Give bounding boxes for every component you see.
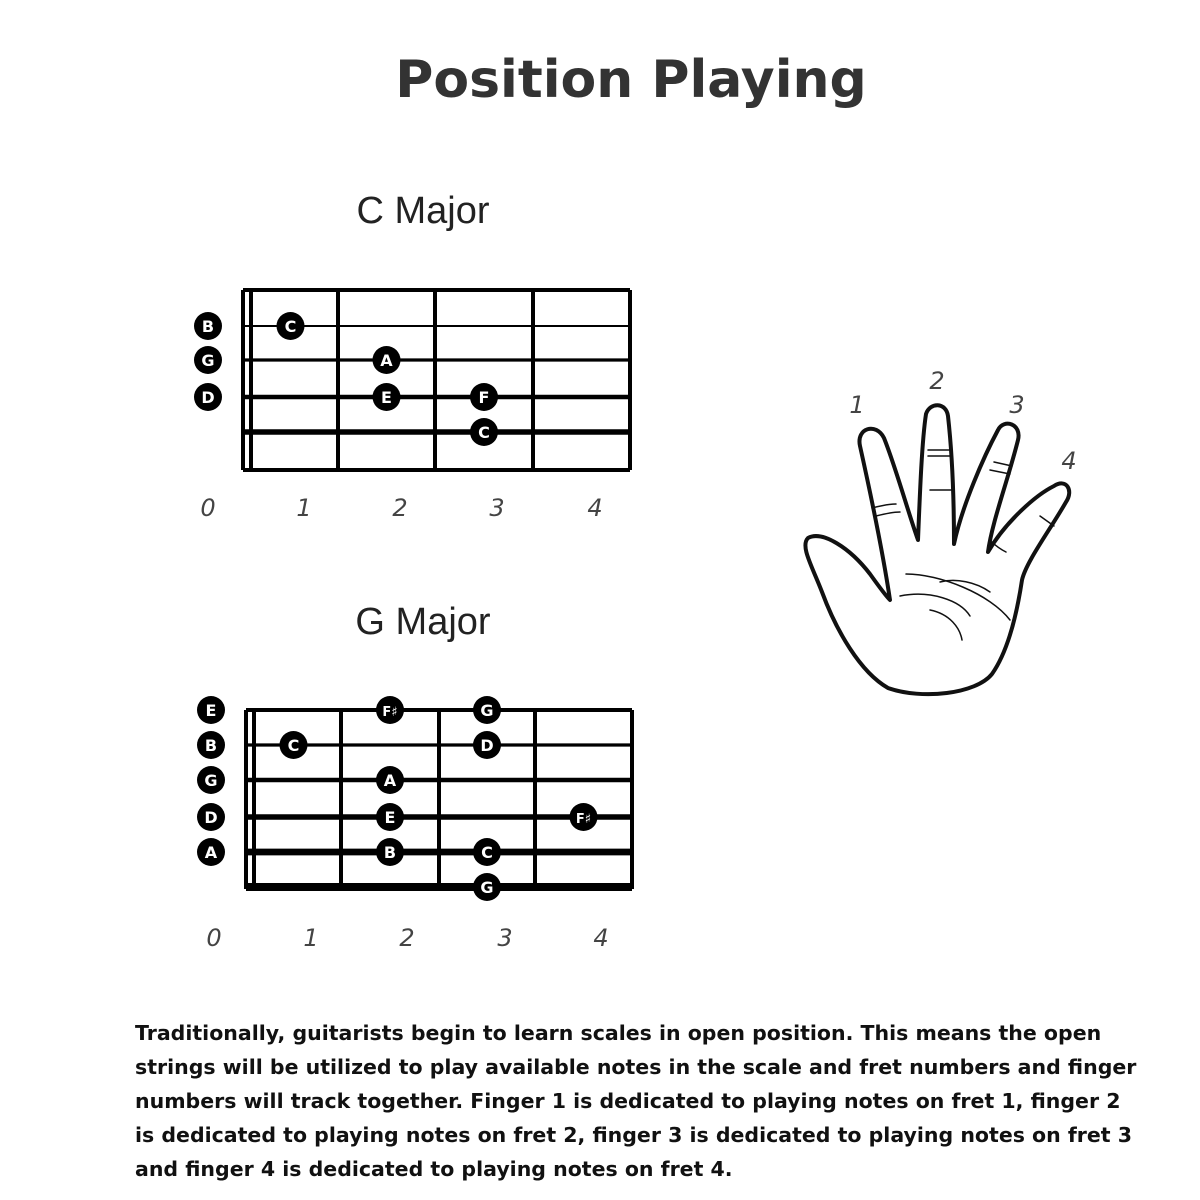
open-string-dot — [197, 803, 225, 831]
open-string-dot — [194, 312, 222, 340]
note-dot — [376, 696, 404, 724]
note-dot — [276, 312, 305, 340]
note-dot — [569, 803, 598, 831]
note-dot — [473, 696, 501, 724]
finger-number: 3 — [1009, 391, 1024, 419]
note-label: F♯ — [382, 705, 397, 720]
fret-number: 2 — [399, 924, 414, 952]
note-label: A — [380, 351, 393, 370]
note-dot — [473, 873, 501, 901]
note-label: C — [285, 317, 297, 336]
note-label: C — [478, 423, 490, 442]
open-string-label: D — [201, 388, 214, 407]
finger-number: 4 — [1061, 447, 1076, 475]
body-text: Traditionally, guitarists begin to learn… — [135, 1021, 1137, 1181]
open-string-label: B — [202, 317, 214, 336]
note-label: E — [385, 808, 396, 827]
note-label: G — [480, 878, 493, 897]
note-label: G — [480, 701, 493, 720]
note-dot — [376, 838, 404, 866]
note-label: B — [384, 843, 396, 862]
finger-numbers: 1 2 3 4 — [849, 367, 1076, 475]
c-major-title: C Major — [356, 190, 490, 232]
open-string-dot — [197, 731, 225, 759]
note-label: A — [384, 771, 397, 790]
note-dot — [473, 838, 501, 866]
fret-number: 0 — [200, 494, 215, 522]
note-label: C — [288, 736, 300, 755]
note-dot — [372, 346, 401, 374]
note-dot — [376, 803, 404, 831]
open-string-label: G — [204, 771, 217, 790]
fret-number: 2 — [392, 494, 407, 522]
note-label: D — [480, 736, 493, 755]
open-string-dot — [197, 838, 225, 866]
note-dot — [470, 383, 498, 411]
note-dot — [372, 383, 401, 411]
note-label: E — [381, 388, 392, 407]
note-label: F — [479, 388, 490, 407]
finger-number: 2 — [929, 367, 944, 395]
open-string-label: A — [205, 843, 218, 862]
note-label: F♯ — [576, 812, 591, 827]
open-string-label: B — [205, 736, 217, 755]
fret-number: 0 — [206, 924, 221, 952]
note-dot — [470, 418, 498, 446]
open-string-label: D — [204, 808, 217, 827]
fret-number: 1 — [296, 494, 311, 522]
fret-number: 3 — [497, 924, 512, 952]
note-label: C — [481, 843, 493, 862]
open-string-dot — [197, 766, 225, 794]
g-major-title: G Major — [355, 601, 491, 643]
note-dot — [473, 731, 501, 759]
fret-number: 4 — [587, 494, 602, 522]
open-string-dot — [194, 383, 222, 411]
fret-number: 1 — [303, 924, 318, 952]
note-dot — [376, 766, 404, 794]
note-dot — [279, 731, 308, 759]
page-title: Position Playing — [395, 50, 867, 110]
finger-number: 1 — [849, 391, 864, 419]
open-string-label: G — [201, 351, 214, 370]
open-string-dot — [197, 696, 225, 724]
open-string-label: E — [206, 701, 217, 720]
open-string-dot — [194, 346, 222, 374]
fret-number: 4 — [593, 924, 608, 952]
fret-number: 3 — [489, 494, 504, 522]
open-hand-icon — [803, 403, 1072, 697]
